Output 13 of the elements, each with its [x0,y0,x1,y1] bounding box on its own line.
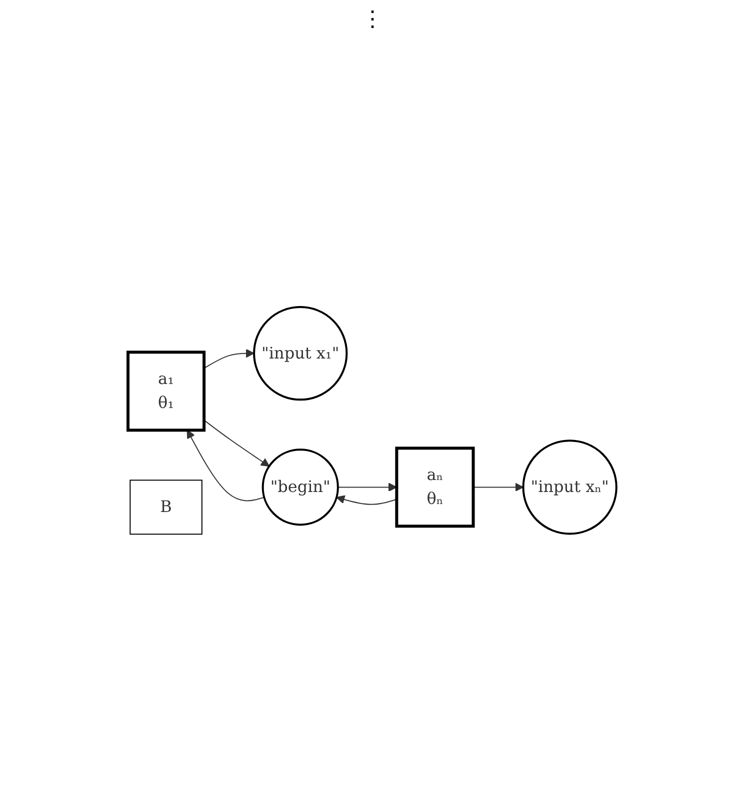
ellipsis-dots: ⋮ [362,7,384,32]
arrow [473,483,524,492]
arrow [204,420,270,468]
node-circle: "begin" [262,449,340,526]
arrow [338,483,398,492]
arrow [336,496,398,506]
arrow [187,430,265,502]
arrow [204,349,255,370]
node-box: B [130,480,203,536]
node-box: a₁ θ₁ [126,351,206,432]
node-circle: "input xₙ" [522,440,618,536]
node-box: aₙ θₙ [395,447,476,528]
node-circle: "input x₁" [253,306,348,402]
